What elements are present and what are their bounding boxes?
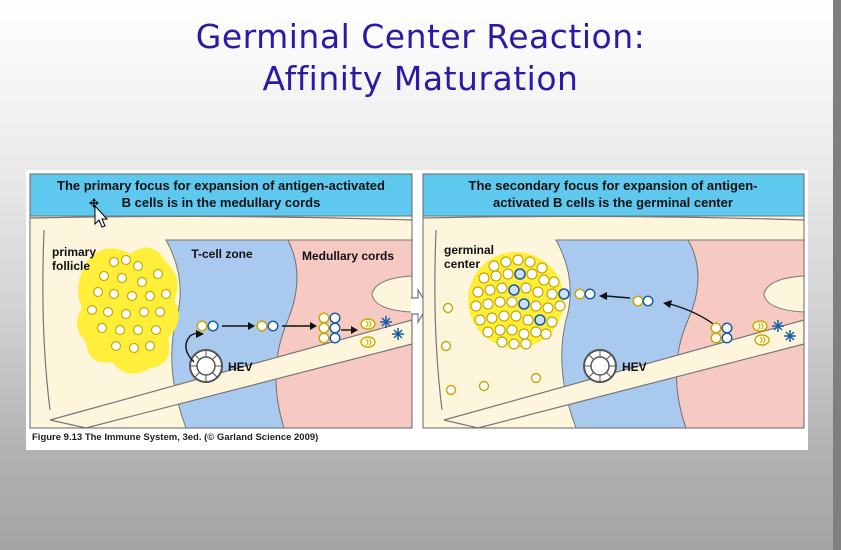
label-germinal-center-1: germinal xyxy=(444,243,494,257)
left-panel: The primary focus for expansion of antig… xyxy=(29,173,413,429)
right-header-line-2: activated B cells is the germinal center xyxy=(493,195,733,210)
move-cursor-icon xyxy=(89,198,109,228)
label-primary-follicle-1: primary xyxy=(52,245,96,259)
title-line-1: Germinal Center Reaction: xyxy=(195,17,646,56)
label-hev-left: HEV xyxy=(228,360,253,374)
figure-caption: Figure 9.13 The Immune System, 3ed. (© G… xyxy=(32,432,318,443)
figure-diagram: The primary focus for expansion of antig… xyxy=(29,173,805,429)
right-panel: The secondary focus for expansion of ant… xyxy=(422,173,805,429)
label-tcell-zone: T-cell zone xyxy=(191,247,253,261)
label-hev-right: HEV xyxy=(622,360,647,374)
figure-9-13: The primary focus for expansion of antig… xyxy=(26,170,808,450)
left-header-line-1: The primary focus for expansion of antig… xyxy=(57,178,385,193)
caption-source: The Immune System, 3ed. (© Garland Scien… xyxy=(84,432,319,443)
label-germinal-center-2: center xyxy=(444,257,480,271)
right-header-line-1: The secondary focus for expansion of ant… xyxy=(469,178,758,193)
left-header-line-2: B cells is in the medullary cords xyxy=(122,195,321,210)
slide-title: Germinal Center Reaction: Affinity Matur… xyxy=(0,16,841,100)
slide-right-edge xyxy=(833,0,841,550)
caption-figure-label: Figure 9.13 xyxy=(32,432,83,443)
label-medullary-cords: Medullary cords xyxy=(302,249,394,263)
label-primary-follicle-2: follicle xyxy=(52,259,90,273)
title-line-2: Affinity Maturation xyxy=(262,59,579,98)
